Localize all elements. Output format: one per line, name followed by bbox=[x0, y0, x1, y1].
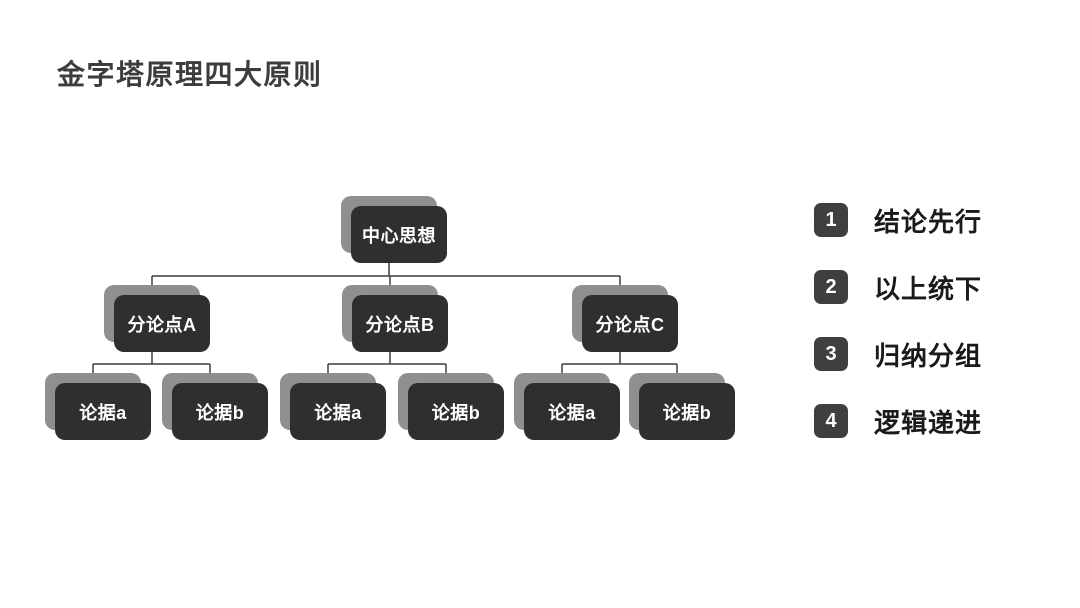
number-badge: 3 bbox=[814, 337, 848, 371]
node-box: 分论点C bbox=[582, 295, 678, 352]
node-evidence-b-2: 论据b bbox=[398, 373, 504, 440]
node-box: 论据a bbox=[290, 383, 386, 440]
node-evidence-a-2: 论据a bbox=[280, 373, 386, 440]
principle-item-3: 3 归纳分组 bbox=[814, 336, 982, 372]
number-badge: 1 bbox=[814, 203, 848, 237]
node-label: 论据b bbox=[662, 402, 712, 423]
node-label: 分论点A bbox=[127, 314, 197, 335]
node-label: 论据a bbox=[548, 402, 596, 423]
page-title: 金字塔原理四大原则 bbox=[57, 59, 323, 90]
principle-label: 归纳分组 bbox=[874, 340, 983, 371]
principle-label: 以上统下 bbox=[874, 273, 983, 304]
node-label: 论据b bbox=[195, 402, 245, 423]
node-box: 论据b bbox=[639, 383, 735, 440]
node-subpoint-c: 分论点C bbox=[572, 285, 678, 352]
node-subpoint-b: 分论点B bbox=[342, 285, 448, 352]
node-box: 论据a bbox=[55, 383, 151, 440]
node-label: 论据a bbox=[79, 402, 127, 423]
principle-item-4: 4 逻辑递进 bbox=[814, 403, 982, 439]
node-box: 论据a bbox=[524, 383, 620, 440]
node-box: 中心思想 bbox=[351, 206, 447, 263]
principles-list: 1 结论先行 2 以上统下 3 归纳分组 4 逻辑递进 bbox=[814, 202, 982, 439]
principle-label: 结论先行 bbox=[874, 206, 983, 237]
node-label: 分论点C bbox=[595, 314, 665, 335]
node-box: 论据b bbox=[408, 383, 504, 440]
node-label: 中心思想 bbox=[362, 225, 436, 246]
node-label: 论据a bbox=[314, 402, 362, 423]
number-badge: 4 bbox=[814, 404, 848, 438]
node-evidence-a-1: 论据a bbox=[45, 373, 151, 440]
node-box: 分论点B bbox=[352, 295, 448, 352]
node-box: 论据b bbox=[172, 383, 268, 440]
node-label: 论据b bbox=[431, 402, 481, 423]
number-badge: 2 bbox=[814, 270, 848, 304]
principle-item-2: 2 以上统下 bbox=[814, 269, 982, 305]
node-central-idea: 中心思想 bbox=[341, 196, 447, 263]
principle-label: 逻辑递进 bbox=[874, 407, 983, 438]
principle-item-1: 1 结论先行 bbox=[814, 202, 982, 238]
node-subpoint-a: 分论点A bbox=[104, 285, 210, 352]
node-evidence-a-3: 论据a bbox=[514, 373, 620, 440]
node-evidence-b-1: 论据b bbox=[162, 373, 268, 440]
pyramid-diagram: 中心思想 分论点A 分论点B 分论点C 论据a 论据b 论据a bbox=[45, 196, 735, 440]
node-box: 分论点A bbox=[114, 295, 210, 352]
node-label: 分论点B bbox=[365, 314, 435, 335]
node-evidence-b-3: 论据b bbox=[629, 373, 735, 440]
